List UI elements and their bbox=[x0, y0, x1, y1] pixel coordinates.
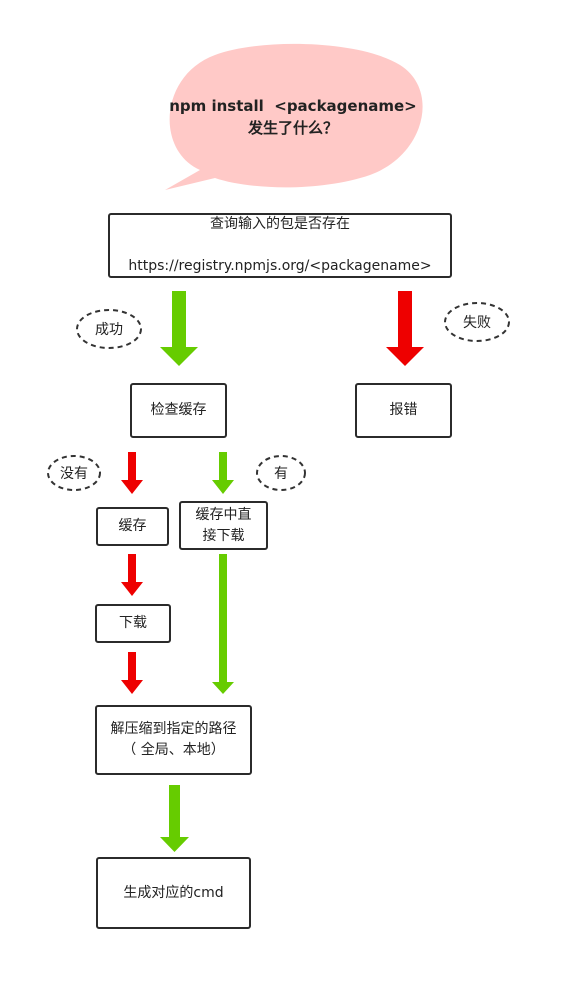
node-check-cache-text: 检查缓存 bbox=[150, 402, 207, 418]
node-download-from-cache: 缓存中直 接下载 bbox=[179, 501, 268, 550]
node-download-from-cache-text: 缓存中直 接下载 bbox=[195, 506, 252, 544]
node-error: 报错 bbox=[355, 383, 452, 438]
node-download-text: 下载 bbox=[119, 615, 147, 631]
question-line-2: 发生了什么？ bbox=[247, 119, 338, 137]
speech-bubble bbox=[165, 43, 423, 191]
node-download: 下载 bbox=[95, 604, 171, 643]
node-extract: 解压缩到指定的路径 （ 全局、本地） bbox=[95, 705, 252, 775]
cloud-outline-none bbox=[47, 455, 101, 491]
arrow-has-to-download-cache bbox=[212, 452, 234, 494]
question-text: npm install <packagename> 发生了什么？ bbox=[166, 95, 420, 139]
arrow-fail-to-error bbox=[386, 291, 424, 366]
question-line-1: npm install <packagename> bbox=[169, 97, 417, 115]
arrow-download-to-extract bbox=[121, 652, 143, 694]
node-extract-text: 解压缩到指定的路径 （ 全局、本地） bbox=[110, 721, 237, 758]
node-query-registry: 查询输入的包是否存在 https://registry.npmjs.org/<p… bbox=[108, 213, 452, 278]
arrow-none-to-cache bbox=[121, 452, 143, 494]
label-none: 没有 bbox=[60, 466, 88, 482]
cloud-outline-fail bbox=[444, 302, 510, 342]
label-has: 有 bbox=[274, 466, 288, 482]
node-check-cache: 检查缓存 bbox=[130, 383, 227, 438]
node-cache: 缓存 bbox=[96, 507, 169, 546]
label-success: 成功 bbox=[95, 322, 123, 338]
arrow-cache-to-download bbox=[121, 554, 143, 596]
label-fail: 失败 bbox=[463, 315, 491, 331]
cloud-outline-has bbox=[256, 455, 306, 491]
node-generate-cmd: 生成对应的cmd bbox=[96, 857, 251, 929]
arrow-extract-to-generate bbox=[160, 785, 189, 852]
node-query-line-1: 查询输入的包是否存在 bbox=[210, 216, 350, 232]
node-query-line-2: https://registry.npmjs.org/<packagename> bbox=[128, 258, 432, 274]
cloud-outline-success bbox=[76, 309, 142, 349]
node-cache-text: 缓存 bbox=[118, 518, 147, 534]
arrow-download-cache-to-extract bbox=[212, 554, 234, 694]
arrow-success-to-check-cache bbox=[160, 291, 198, 366]
node-generate-cmd-text: 生成对应的cmd bbox=[123, 884, 224, 901]
node-error-text: 报错 bbox=[389, 402, 418, 418]
